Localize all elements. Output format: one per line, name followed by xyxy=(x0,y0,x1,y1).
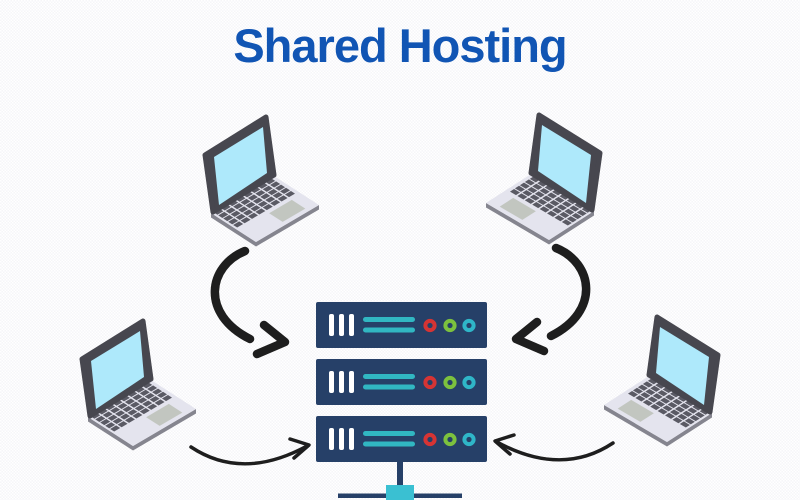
arrowhead-left-icon xyxy=(493,433,516,456)
server-unit-1 xyxy=(314,300,489,350)
arrow-bottom-left-to-server xyxy=(189,437,311,466)
client-laptop-top-right xyxy=(486,115,600,245)
client-laptop-bottom-left xyxy=(82,321,196,451)
client-laptop-top-left xyxy=(205,117,319,247)
server-unit-2 xyxy=(314,357,489,407)
client-laptop-bottom-right xyxy=(604,317,718,447)
network-node-square xyxy=(386,485,414,500)
arrowhead-left-icon xyxy=(511,317,549,356)
server-rack xyxy=(314,300,489,464)
network-connector xyxy=(338,461,462,500)
diagram-title: Shared Hosting xyxy=(233,19,567,72)
arrowhead-right-icon xyxy=(288,437,311,460)
arrowhead-right-icon xyxy=(252,320,290,359)
arrow-top-left-to-server xyxy=(210,246,290,359)
arrow-top-right-to-server xyxy=(511,243,591,356)
server-unit-3 xyxy=(314,414,489,464)
arrow-bottom-right-to-server xyxy=(493,433,615,462)
network-stem-line xyxy=(397,461,403,488)
